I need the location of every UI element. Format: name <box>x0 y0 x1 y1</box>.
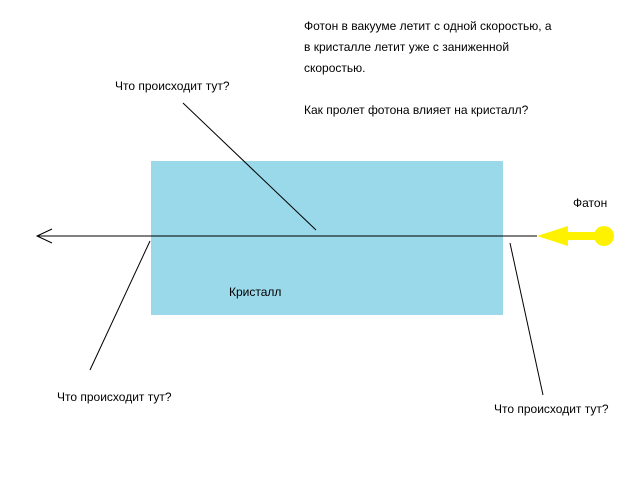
description-text: Фотон в вакууме летит с одной скоростью,… <box>304 16 552 121</box>
description-line: скоростью. <box>304 61 366 75</box>
pointer-line-top <box>182 102 317 231</box>
photon-arrow-icon <box>537 226 614 246</box>
left-question-label: Что происходит тут? <box>57 390 172 404</box>
right-question-label: Что происходит тут? <box>494 402 609 416</box>
crystal-label: Кристалл <box>229 285 282 299</box>
photon-label: Фатон <box>573 196 608 210</box>
arrowhead-left-icon <box>35 228 53 244</box>
description-line: в кристалле летит уже с заниженной <box>304 40 510 54</box>
pointer-line-right <box>509 242 544 396</box>
top-question-label: Что происходит тут? <box>115 79 230 93</box>
pointer-line-left <box>89 240 151 371</box>
crystal-block <box>151 161 503 315</box>
description-line: Фотон в вакууме летит с одной скоростью,… <box>304 19 552 33</box>
question-text: Как пролет фотона влияет на кристалл? <box>304 103 529 117</box>
